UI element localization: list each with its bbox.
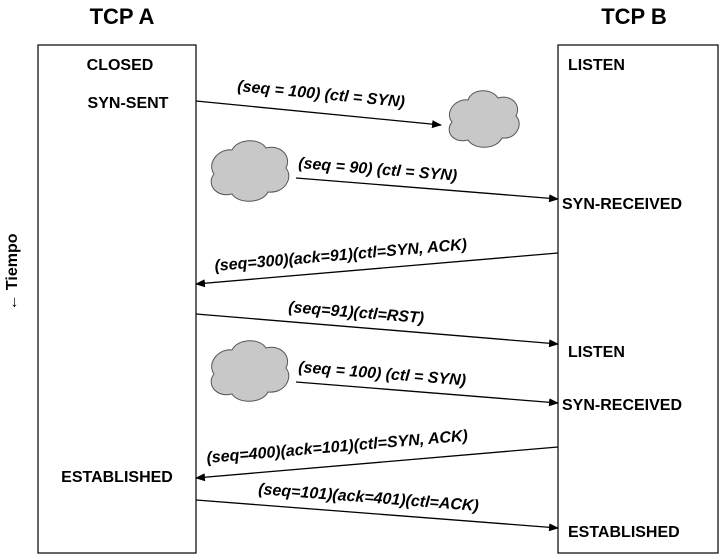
tcp-a-header: TCP A xyxy=(90,4,155,29)
label-msg-7: (seq=101)(ack=401)(ctl=ACK) xyxy=(258,481,480,515)
state-b-listen: LISTEN xyxy=(568,344,625,361)
tcp-a-column xyxy=(37,44,197,554)
label-msg-5: (seq = 100) (ctl = SYN) xyxy=(298,359,467,389)
arrow-msg-4 xyxy=(195,313,559,348)
arrow-msg-5 xyxy=(295,381,559,407)
label-msg-6: (seq=400)(ack=101)(ctl=SYN, ACK) xyxy=(206,428,469,467)
state-a-syn-sent: SYN-SENT xyxy=(88,95,169,112)
label-msg-1: (seq = 100) (ctl = SYN) xyxy=(237,78,406,111)
arrow-msg-7 xyxy=(195,499,559,532)
arrow-msg-1 xyxy=(195,100,442,129)
time-axis-label: ← Tiempo xyxy=(4,233,21,310)
arrow-msg-3 xyxy=(195,252,559,288)
tcp-b-column xyxy=(557,44,719,554)
state-a-established: ESTABLISHED xyxy=(61,469,173,486)
state-a-closed: CLOSED xyxy=(87,57,154,74)
state-b-syn-received: SYN-RECEIVED xyxy=(562,397,682,414)
label-msg-3: (seq=300)(ack=91)(ctl=SYN, ACK) xyxy=(214,236,468,275)
cloud-icon xyxy=(448,90,520,148)
arrow-msg-2 xyxy=(295,177,559,203)
cloud-icon xyxy=(210,140,290,202)
tcp-b-header: TCP B xyxy=(601,4,667,29)
state-b-listen: LISTEN xyxy=(568,57,625,74)
arrow-msg-6 xyxy=(195,446,559,482)
state-b-established: ESTABLISHED xyxy=(568,524,680,541)
state-b-syn-received: SYN-RECEIVED xyxy=(562,196,682,213)
cloud-icon xyxy=(210,340,290,402)
